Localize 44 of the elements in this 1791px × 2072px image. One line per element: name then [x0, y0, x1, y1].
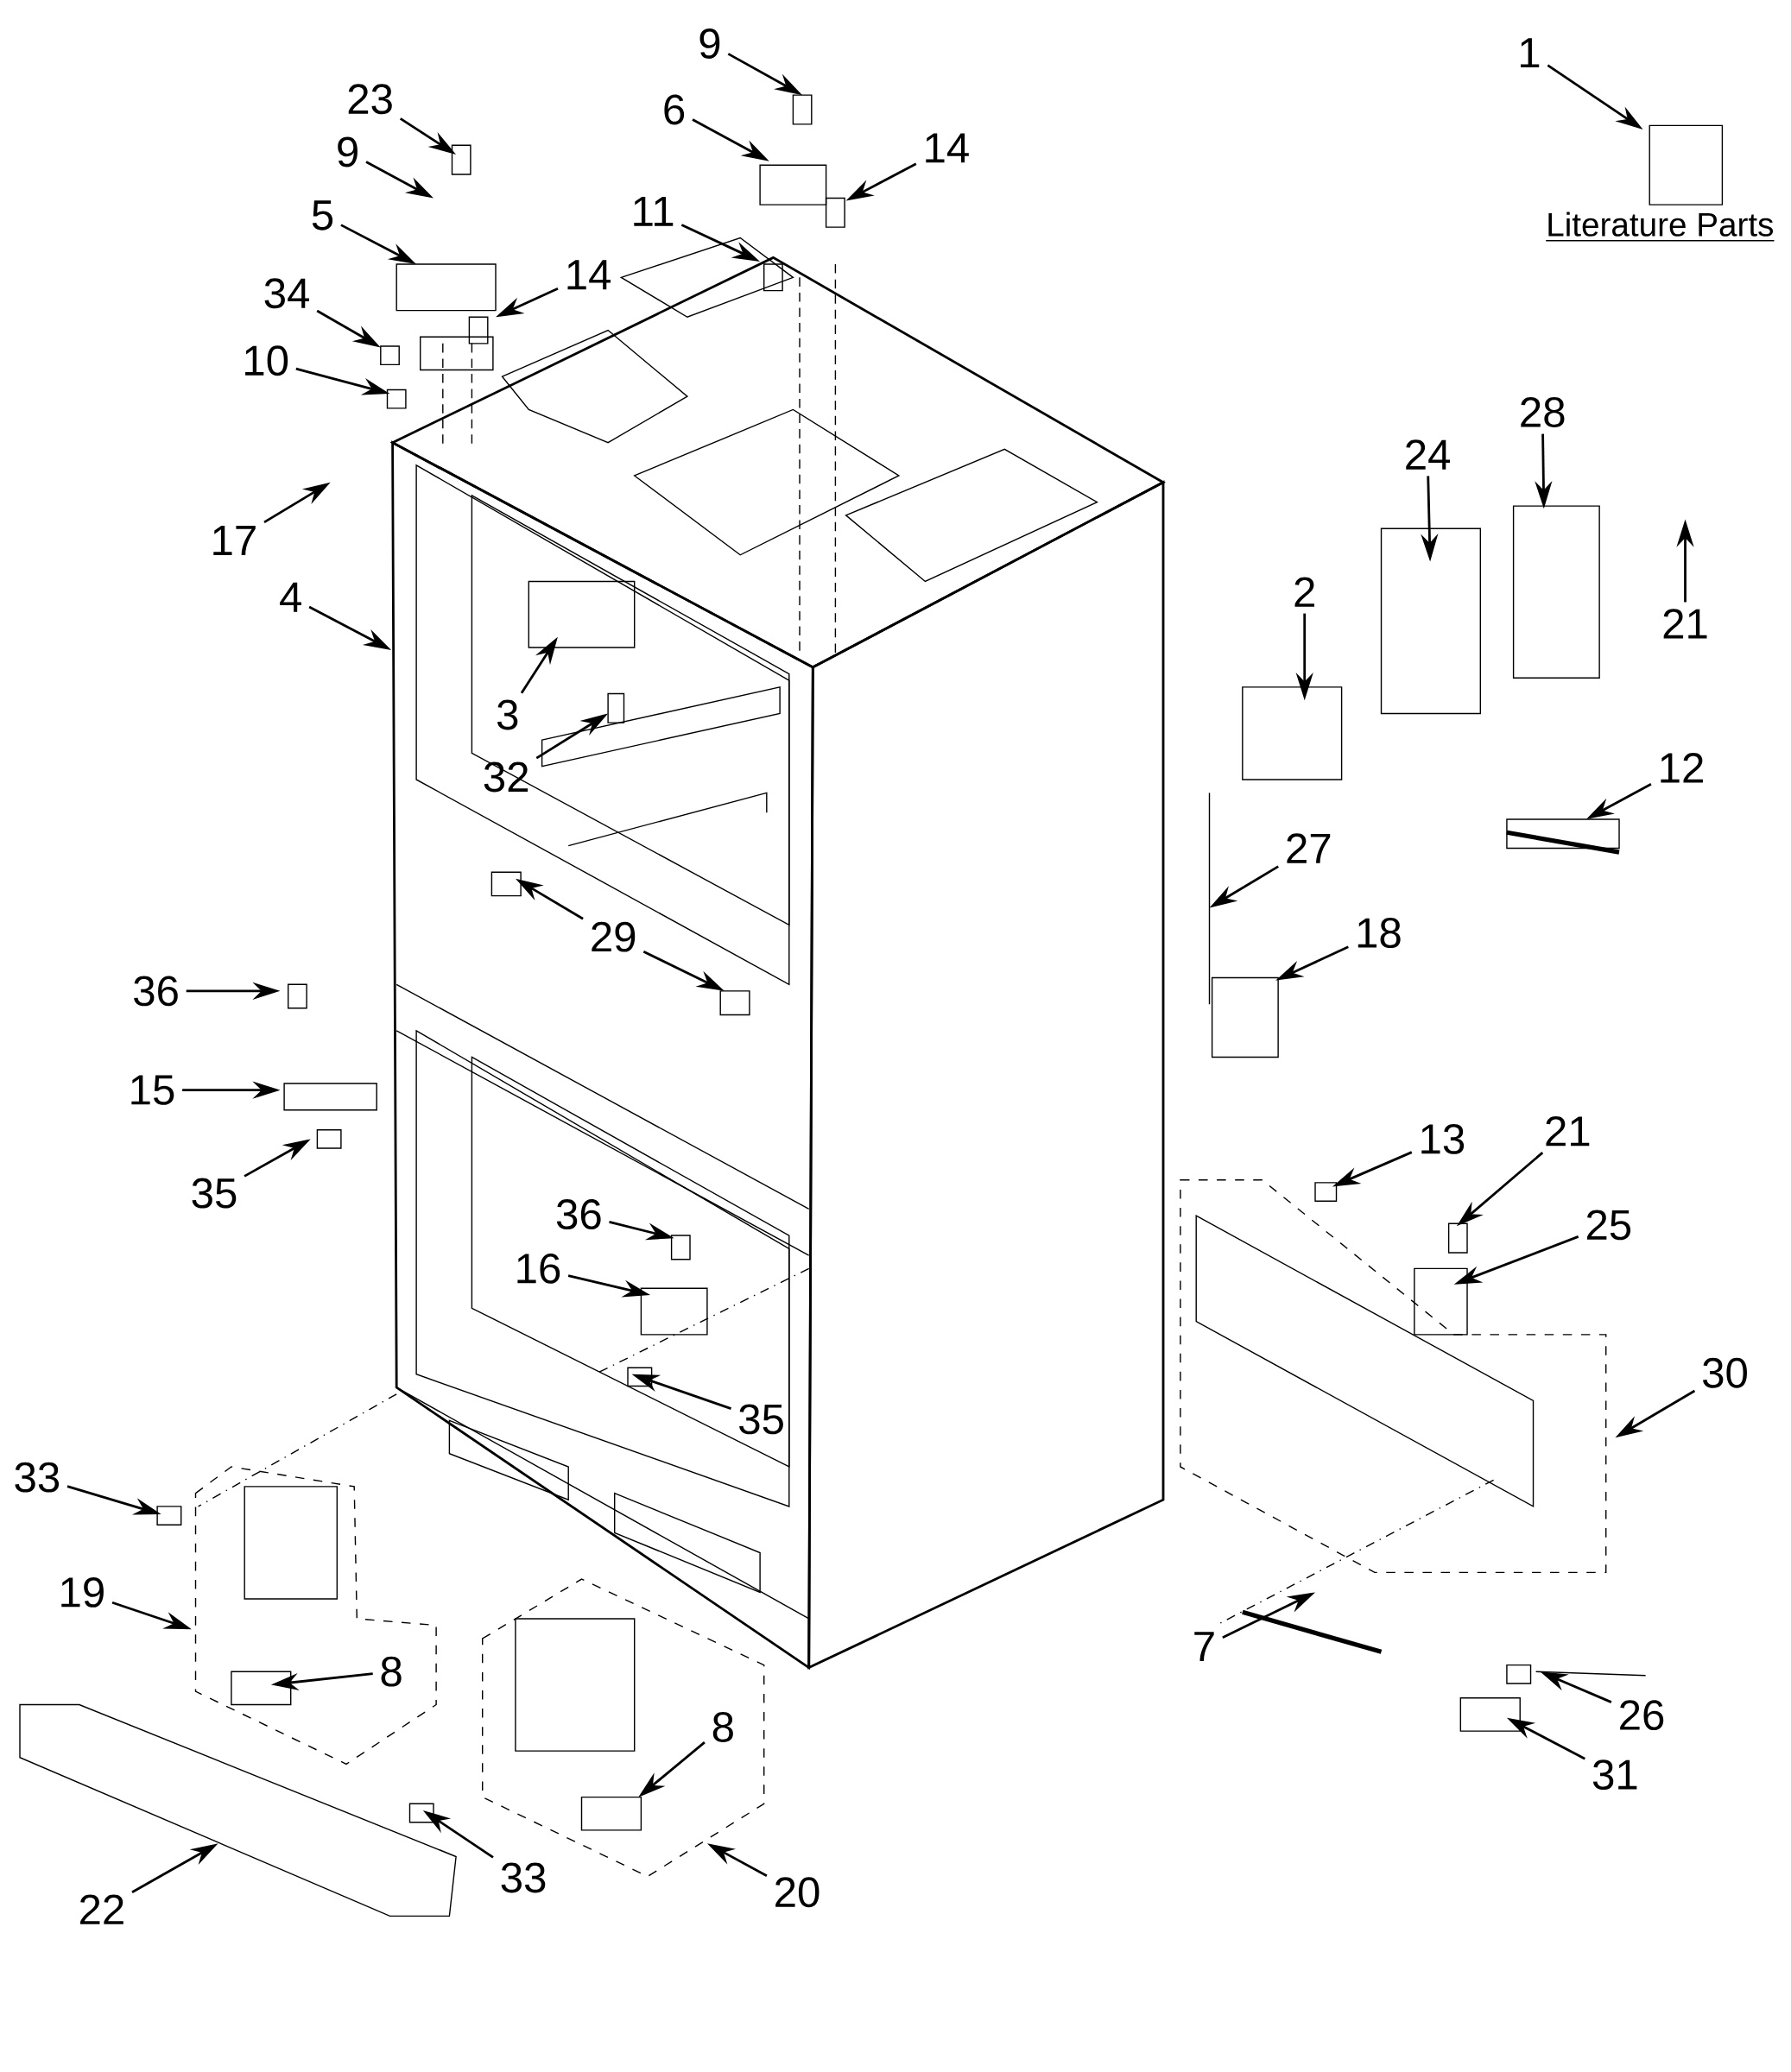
- callout-number: 23: [348, 84, 392, 115]
- callout-number: 21: [1546, 1115, 1590, 1147]
- callout-number: 4: [280, 582, 301, 612]
- callout-number: 26: [1620, 1700, 1664, 1731]
- callout-number: 9: [699, 28, 720, 59]
- label-text: Literature Parts: [1545, 212, 1775, 242]
- callout-number: 5: [312, 200, 333, 231]
- callout-number: 17: [213, 526, 256, 555]
- callout-number: 1: [1521, 38, 1540, 68]
- callout-number: 27: [1287, 833, 1331, 863]
- callout-number: 31: [1592, 1759, 1637, 1790]
- callout-number: 9: [338, 136, 358, 167]
- callout-number: 35: [739, 1404, 783, 1435]
- callout-number: 16: [517, 1253, 560, 1284]
- callout-number: 8: [381, 1656, 402, 1687]
- callout-number: 24: [1406, 439, 1450, 470]
- callout-number: 33: [501, 1862, 546, 1893]
- callout-number: 2: [1294, 577, 1314, 607]
- callout-number: 21: [1663, 609, 1707, 639]
- callout-number: 22: [80, 1894, 123, 1924]
- callout-number: 29: [592, 921, 636, 952]
- callout-number: 13: [1421, 1123, 1465, 1154]
- callout-number: 32: [484, 761, 528, 793]
- callout-number: 6: [664, 94, 685, 125]
- callout-number: 8: [712, 1712, 733, 1742]
- callout-number: 14: [926, 133, 969, 163]
- callout-number: 34: [264, 278, 309, 309]
- callout-number: 12: [1661, 753, 1703, 783]
- callout-number: 10: [245, 345, 288, 376]
- callout-number: 18: [1357, 918, 1401, 948]
- callout-number: 36: [556, 1199, 601, 1229]
- callout-number: 28: [1521, 397, 1565, 427]
- callout-number: 11: [634, 196, 674, 226]
- callout-number: 36: [134, 976, 178, 1007]
- callout-number: 14: [567, 260, 611, 290]
- callout-number: 33: [15, 1462, 60, 1493]
- callout-number: 25: [1586, 1210, 1631, 1241]
- callout-number: 20: [775, 1877, 820, 1908]
- callout-number: 15: [131, 1075, 174, 1105]
- callout-number: 30: [1703, 1357, 1747, 1388]
- callout-number: 7: [1194, 1632, 1214, 1661]
- callout-number: 3: [497, 699, 518, 730]
- callout-number: 19: [61, 1576, 104, 1608]
- callout-number: 35: [192, 1178, 237, 1209]
